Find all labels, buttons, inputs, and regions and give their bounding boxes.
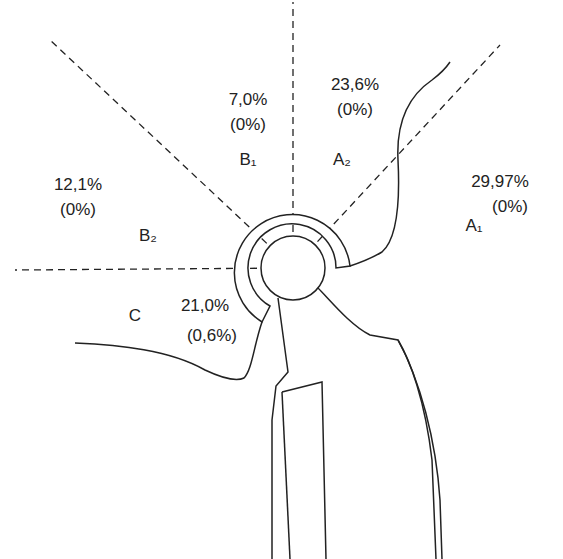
- percentage-label: (0%): [492, 197, 528, 216]
- percentage-label-box: (0%): [492, 198, 528, 217]
- zone-label: A₂: [333, 150, 351, 169]
- zone-label-box: A₂: [333, 151, 351, 170]
- zone-line: [292, 2, 293, 268]
- zone-label-box: B₁: [239, 151, 256, 170]
- percentage-label-box: (0%): [60, 201, 96, 220]
- percentage-label: (0%): [60, 200, 96, 219]
- percentage-label: (0,6%): [187, 326, 237, 345]
- percentage-label-box: (0%): [337, 101, 373, 120]
- percentage-label-box: (0,6%): [187, 327, 237, 346]
- percentage-label-box: 23,6%: [331, 76, 379, 95]
- percentage-label: (0%): [337, 100, 373, 119]
- percentage-label: 21,0%: [181, 296, 229, 315]
- percentage-label: 23,6%: [331, 75, 379, 94]
- stem-taper: [282, 392, 290, 559]
- bone-and-implant: [75, 62, 450, 559]
- acetabular-cup: [234, 215, 350, 322]
- stem-edge: [398, 340, 436, 559]
- stem-taper: [282, 382, 326, 559]
- percentage-label: 7,0%: [229, 90, 268, 109]
- percentage-label: 12,1%: [54, 175, 102, 194]
- percentage-label: 29,97%: [471, 172, 529, 191]
- percentage-label-box: 12,1%: [54, 176, 102, 195]
- percentage-label-box: 7,0%: [229, 91, 268, 110]
- zone-label-box: C: [129, 307, 141, 326]
- percentage-label-box: 21,0%: [181, 297, 229, 316]
- zone-label-box: B₂: [139, 227, 157, 246]
- percentage-label: (0%): [230, 115, 266, 134]
- zone-label: C: [129, 306, 141, 325]
- percentage-label-box: 29,97%: [471, 173, 529, 192]
- zone-label: B₂: [139, 226, 157, 245]
- zone-label: A₁: [465, 216, 482, 235]
- zone-label-box: A₁: [465, 217, 482, 236]
- zone-label: B₁: [239, 150, 256, 169]
- femoral-stem: [318, 288, 442, 559]
- zone-line: [15, 268, 293, 270]
- percentage-label-box: (0%): [230, 116, 266, 135]
- femoral-head: [261, 236, 325, 300]
- pelvis-outline: [75, 322, 262, 380]
- femoral-stem: [272, 298, 288, 559]
